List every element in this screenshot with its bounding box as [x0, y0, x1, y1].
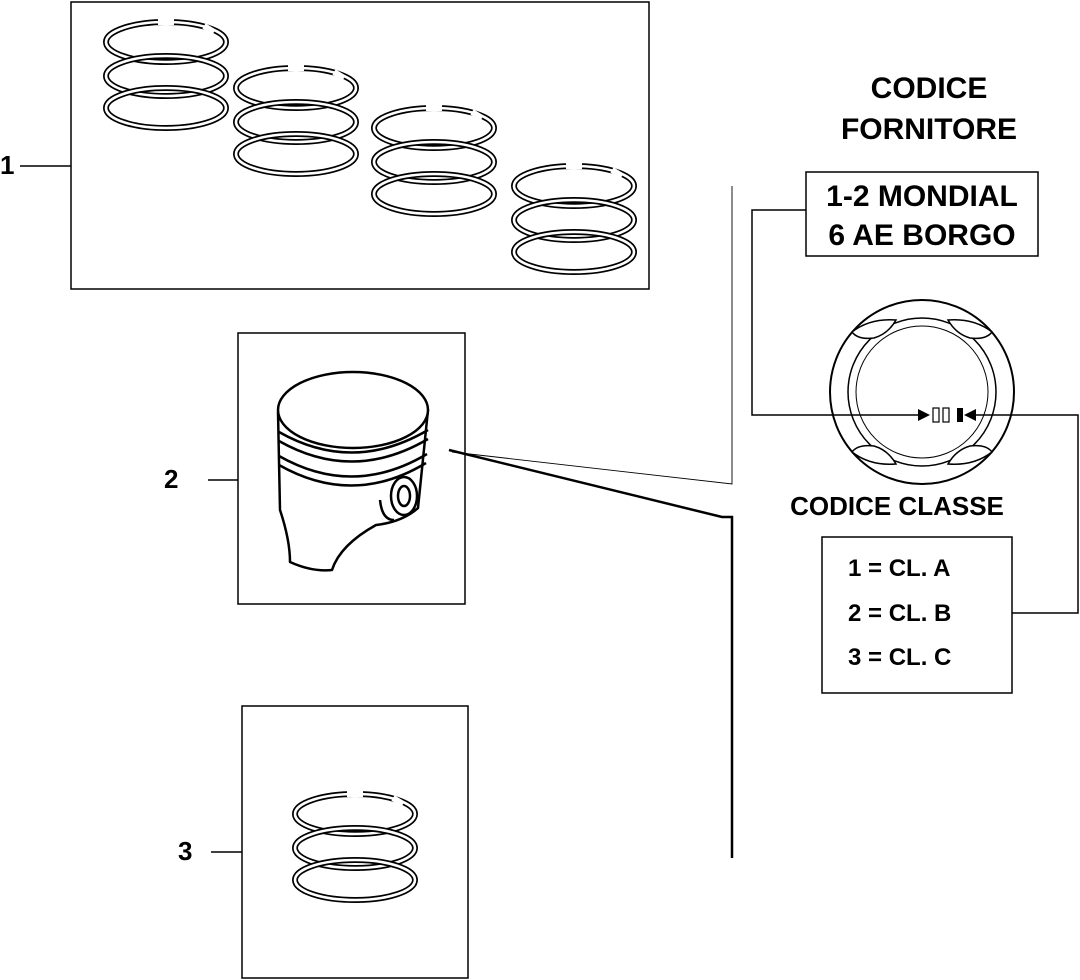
class-code-row: 3 = CL. C [848, 644, 951, 671]
class-code-leader [972, 414, 1079, 614]
supplier-code-heading-line1: CODICE [871, 72, 988, 105]
class-code-heading: CODICE CLASSE [790, 491, 1004, 521]
supplier-code-line1: 1-2 MONDIAL [826, 180, 1018, 213]
supplier-code-leader [751, 209, 920, 416]
callout-2: 2 [164, 464, 178, 494]
class-arrow-icon [964, 409, 976, 421]
part-2-frame [237, 332, 466, 605]
callout-3: 3 [178, 836, 192, 866]
supplier-arrow-icon [918, 409, 930, 421]
callout-1: 1 [0, 150, 14, 180]
piston-ring-set-icon [106, 22, 634, 272]
detail-leader-lines [448, 186, 734, 858]
supplier-code-box [805, 171, 1039, 257]
supplier-code-heading-line2: FORNITORE [841, 113, 1017, 146]
class-code-row: 1 = CL. A [848, 555, 950, 582]
class-code-box [821, 536, 1013, 694]
piston-top-view-icon [829, 299, 1015, 485]
supplier-code-line2: 6 AE BORGO [828, 219, 1015, 252]
class-code-row: 2 = CL. B [848, 600, 951, 627]
part-1-frame [70, 1, 650, 290]
part-3-frame [241, 705, 469, 979]
piston-icon [276, 370, 430, 572]
piston-ring-set-icon [295, 794, 415, 900]
